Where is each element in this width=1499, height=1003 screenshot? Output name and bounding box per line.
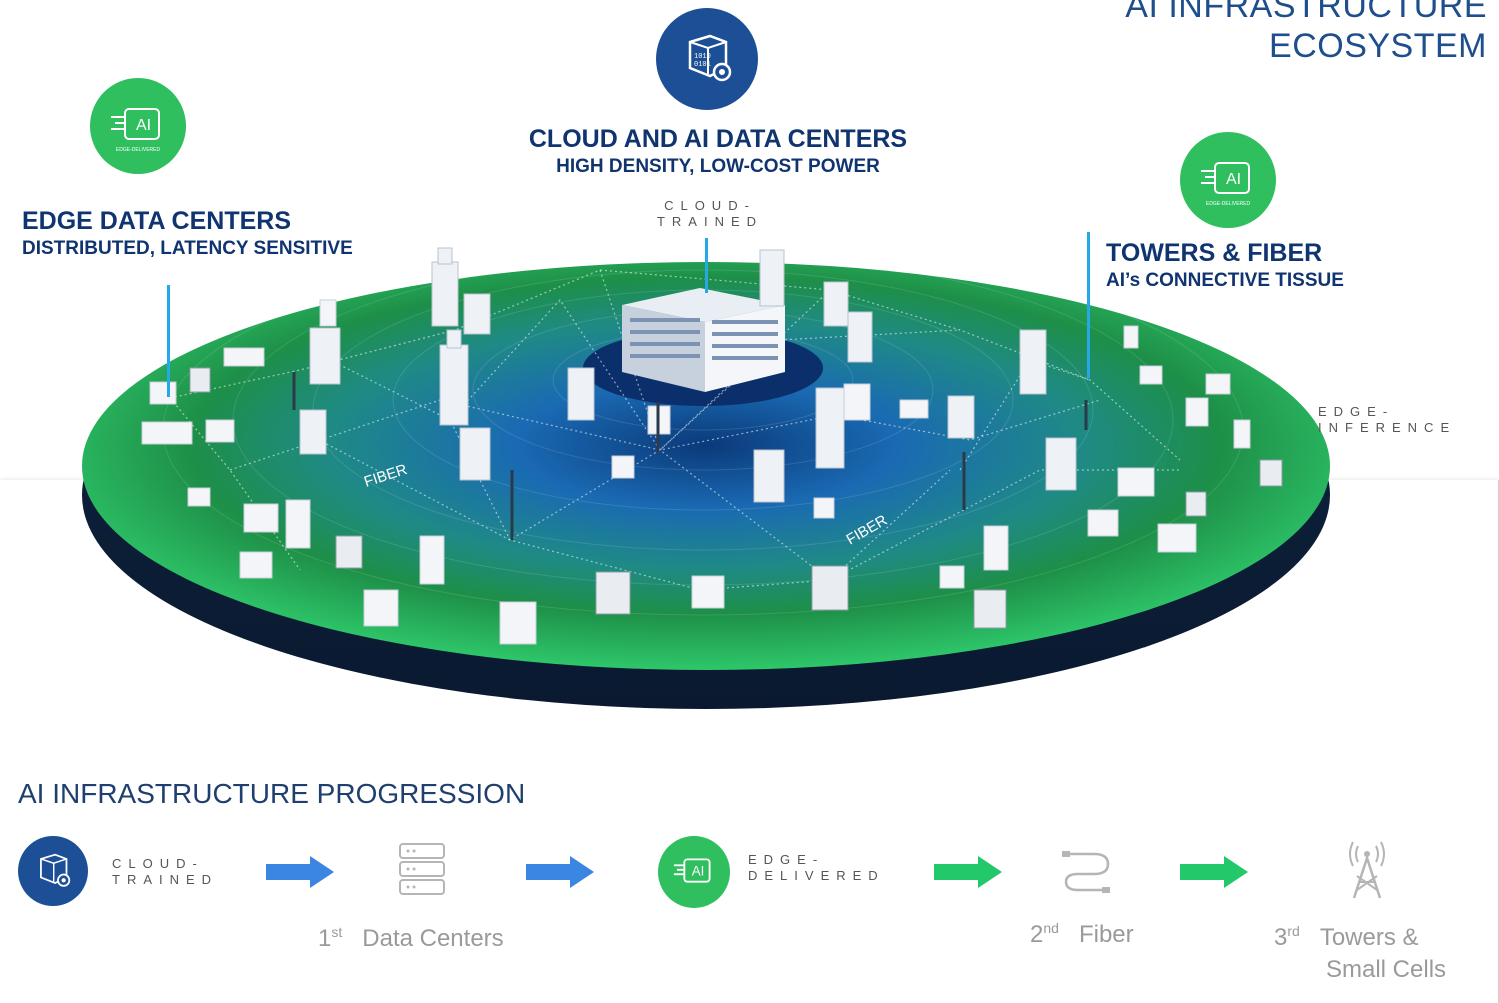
- page-title-line1: AI INFRASTRUCTURE: [1125, 0, 1487, 25]
- progression-cloud-line2: TRAINED: [112, 872, 219, 887]
- svg-text:AI: AI: [1226, 171, 1241, 188]
- cell-tower-icon: [1349, 841, 1385, 899]
- svg-text:1010: 1010: [694, 53, 711, 61]
- progression-cloud-line1: CLOUD-: [112, 856, 204, 871]
- page-title: AI INFRASTRUCTURE ECOSYSTEM: [1125, 0, 1487, 66]
- ai-edge-glyph: AI EDGE-DELIVERED: [111, 108, 161, 153]
- cloud-datacenter-heading: CLOUD AND AI DATA CENTERS HIGH DENSITY, …: [526, 124, 910, 180]
- step-3-label: 3rd Towers & Small Cells: [1274, 915, 1446, 986]
- city-disc-diagram: FIBER FIBER: [82, 232, 1330, 709]
- step-3-ordinal: 3: [1274, 924, 1288, 951]
- edge-heading-subtitle: DISTRIBUTED, LATENCY SENSITIVE: [22, 238, 353, 259]
- arrow-right-icon: [266, 856, 334, 888]
- step-3-suffix: rd: [1287, 923, 1300, 939]
- cell-towers: [292, 372, 1088, 540]
- towers-heading-title: TOWERS & FIBER: [1106, 239, 1323, 267]
- cloud-trained-line2: TRAINED: [656, 214, 764, 229]
- cloud-trained-tag: CLOUD- TRAINED: [650, 198, 770, 230]
- arrow-right-icon: [934, 856, 1002, 888]
- cloud-trained-line1: CLOUD-: [664, 198, 756, 213]
- step-3-text-line2: Small Cells: [1326, 956, 1447, 983]
- disc-surface: [82, 262, 1330, 670]
- cube-gear-glyph-small: [40, 853, 71, 887]
- progression-cloud-trained: CLOUD- TRAINED: [112, 856, 218, 888]
- step-2-label: 2nd Fiber: [1030, 920, 1134, 949]
- step-3-text-line1: Towers &: [1319, 924, 1419, 951]
- page-title-line2: ECOSYSTEM: [1269, 27, 1487, 65]
- callout-line-cloud: [705, 238, 708, 293]
- svg-text:AI: AI: [136, 117, 151, 134]
- edge-inference-line2: INFERENCE: [1318, 420, 1457, 435]
- svg-text:0101: 0101: [694, 61, 711, 69]
- progression-title: AI INFRASTRUCTURE PROGRESSION: [18, 778, 526, 809]
- edge-heading-title: EDGE DATA CENTERS: [22, 207, 291, 235]
- svg-text:AI: AI: [692, 864, 705, 879]
- cloud-heading-subtitle: HIGH DENSITY, LOW-COST POWER: [556, 156, 880, 177]
- step-2-ordinal: 2: [1030, 921, 1044, 948]
- small-houses: [141, 299, 1251, 645]
- step-2-suffix: nd: [1043, 920, 1059, 936]
- ai-edge-glyph-right: AI EDGE-DELIVERED: [1201, 162, 1251, 207]
- progression-edge-line2: DELIVERED: [748, 868, 885, 883]
- server-rack-icon: [399, 843, 445, 895]
- callout-line-edge: [167, 285, 170, 397]
- cloud-heading-title: CLOUD AND AI DATA CENTERS: [528, 125, 908, 153]
- callout-line-towers: [1087, 232, 1090, 378]
- progression-edge-line1: EDGE-: [748, 852, 825, 867]
- edge-inference-tag: EDGE- INFERENCE: [1318, 404, 1456, 436]
- svg-text:EDGE-DELIVERED: EDGE-DELIVERED: [1206, 201, 1251, 207]
- ai-edge-icon-right: AI EDGE-DELIVERED: [1180, 132, 1276, 228]
- cloud-cube-gear-icon: 1010 0101: [656, 8, 758, 110]
- step-1-suffix: st: [331, 924, 343, 940]
- edge-inference-line1: EDGE-: [1318, 404, 1395, 419]
- ai-edge-glyph-small: AI: [673, 858, 711, 883]
- step-2-text: Fiber: [1078, 921, 1134, 948]
- fiber-cable-icon: [1062, 851, 1110, 893]
- ai-edge-icon-left: AI EDGE-DELIVERED: [90, 78, 186, 174]
- arrow-right-icon: [526, 856, 594, 888]
- step-1-ordinal: 1: [318, 925, 332, 952]
- progression-ai-icon: AI: [658, 836, 730, 908]
- edge-datacenters-heading: EDGE DATA CENTERS DISTRIBUTED, LATENCY S…: [22, 206, 353, 262]
- step-1-label: 1st Data Centers: [318, 924, 504, 953]
- server-buildings: [189, 367, 1283, 629]
- svg-text:EDGE-DELIVERED: EDGE-DELIVERED: [116, 147, 161, 153]
- skyscrapers: [299, 247, 1077, 503]
- arrow-right-icon: [1180, 856, 1248, 888]
- towers-fiber-heading: TOWERS & FIBER AI’s CONNECTIVE TISSUE: [1106, 238, 1344, 294]
- central-data-center-building: [622, 288, 785, 392]
- progression-edge-delivered: EDGE- DELIVERED: [748, 852, 885, 884]
- step-1-text: Data Centers: [362, 925, 504, 952]
- cube-gear-glyph: 1010 0101: [688, 34, 732, 82]
- towers-heading-subtitle: AI’s CONNECTIVE TISSUE: [1106, 270, 1344, 291]
- progression-cloud-icon: [18, 836, 88, 906]
